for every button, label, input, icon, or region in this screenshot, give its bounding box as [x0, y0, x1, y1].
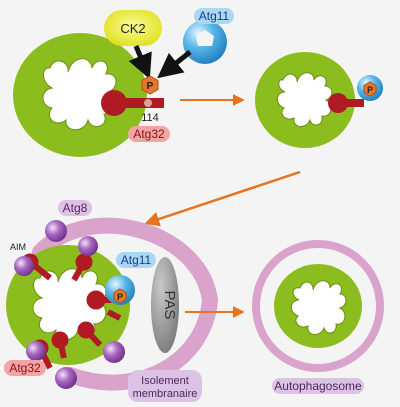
pas-structure [151, 257, 179, 353]
atg11-top-label-bg [194, 8, 234, 24]
panel-phosphorylation: CK2 Atg11 P 114 Atg32 [13, 8, 234, 157]
atg32-bottom-label-bg [4, 360, 46, 376]
ck2-arrow [128, 45, 152, 80]
atg32-bottom-label: Atg32 [9, 361, 41, 375]
mitochondrion-cristae [276, 72, 333, 127]
isolation-label-line1: Isolement [141, 375, 189, 387]
isolation-label-line2: membranaire [133, 388, 198, 400]
phospho-hexagon [363, 81, 377, 97]
arrow-2-to-3 [144, 170, 301, 227]
panel-autophagosome: Autophagosome [252, 240, 384, 394]
atg11-top-label: Atg11 [199, 9, 230, 23]
atg11-bottom-label-bg [116, 252, 156, 268]
phospho-hexagon [141, 75, 159, 95]
aim-label: AIM [10, 242, 26, 252]
ck2-label: CK2 [120, 21, 145, 36]
autophagosome-membrane [252, 240, 384, 372]
atg32-receptor-head [328, 93, 348, 113]
pas-label: PAS [161, 291, 178, 320]
serine-114-site [144, 99, 152, 107]
autophagosome-label-bg [272, 378, 364, 394]
atg11-arrow [157, 50, 192, 79]
atg32-receptor-head [101, 90, 127, 116]
ck2-blob [104, 10, 162, 46]
phospho-hexagon [113, 288, 127, 304]
atg32-top-label: Atg32 [133, 127, 165, 141]
mitochondrion-cristae [290, 280, 347, 335]
atg32-top-label-bg [128, 126, 170, 142]
atg11-top-shape [182, 20, 227, 64]
phospho-label: P [367, 85, 373, 95]
panel-pas-recruitment: PAS P Atg8 AIM [4, 200, 219, 402]
atg8-proteins [14, 220, 125, 389]
atg11-bottom-label: Atg11 [121, 253, 152, 267]
isolation-label-bg [128, 370, 202, 402]
atg8-label-bg [58, 200, 92, 216]
autophagosome-label: Autophagosome [274, 379, 362, 393]
phospho-label: P [117, 292, 123, 302]
panel-atg11-binding: P [255, 52, 383, 148]
atg8-label: Atg8 [63, 201, 88, 215]
residue-114-label: 114 [141, 112, 159, 124]
mitochondrion-cristae [42, 58, 117, 131]
phospho-label: P [147, 81, 154, 92]
atg32-receptor-stem [112, 98, 164, 108]
